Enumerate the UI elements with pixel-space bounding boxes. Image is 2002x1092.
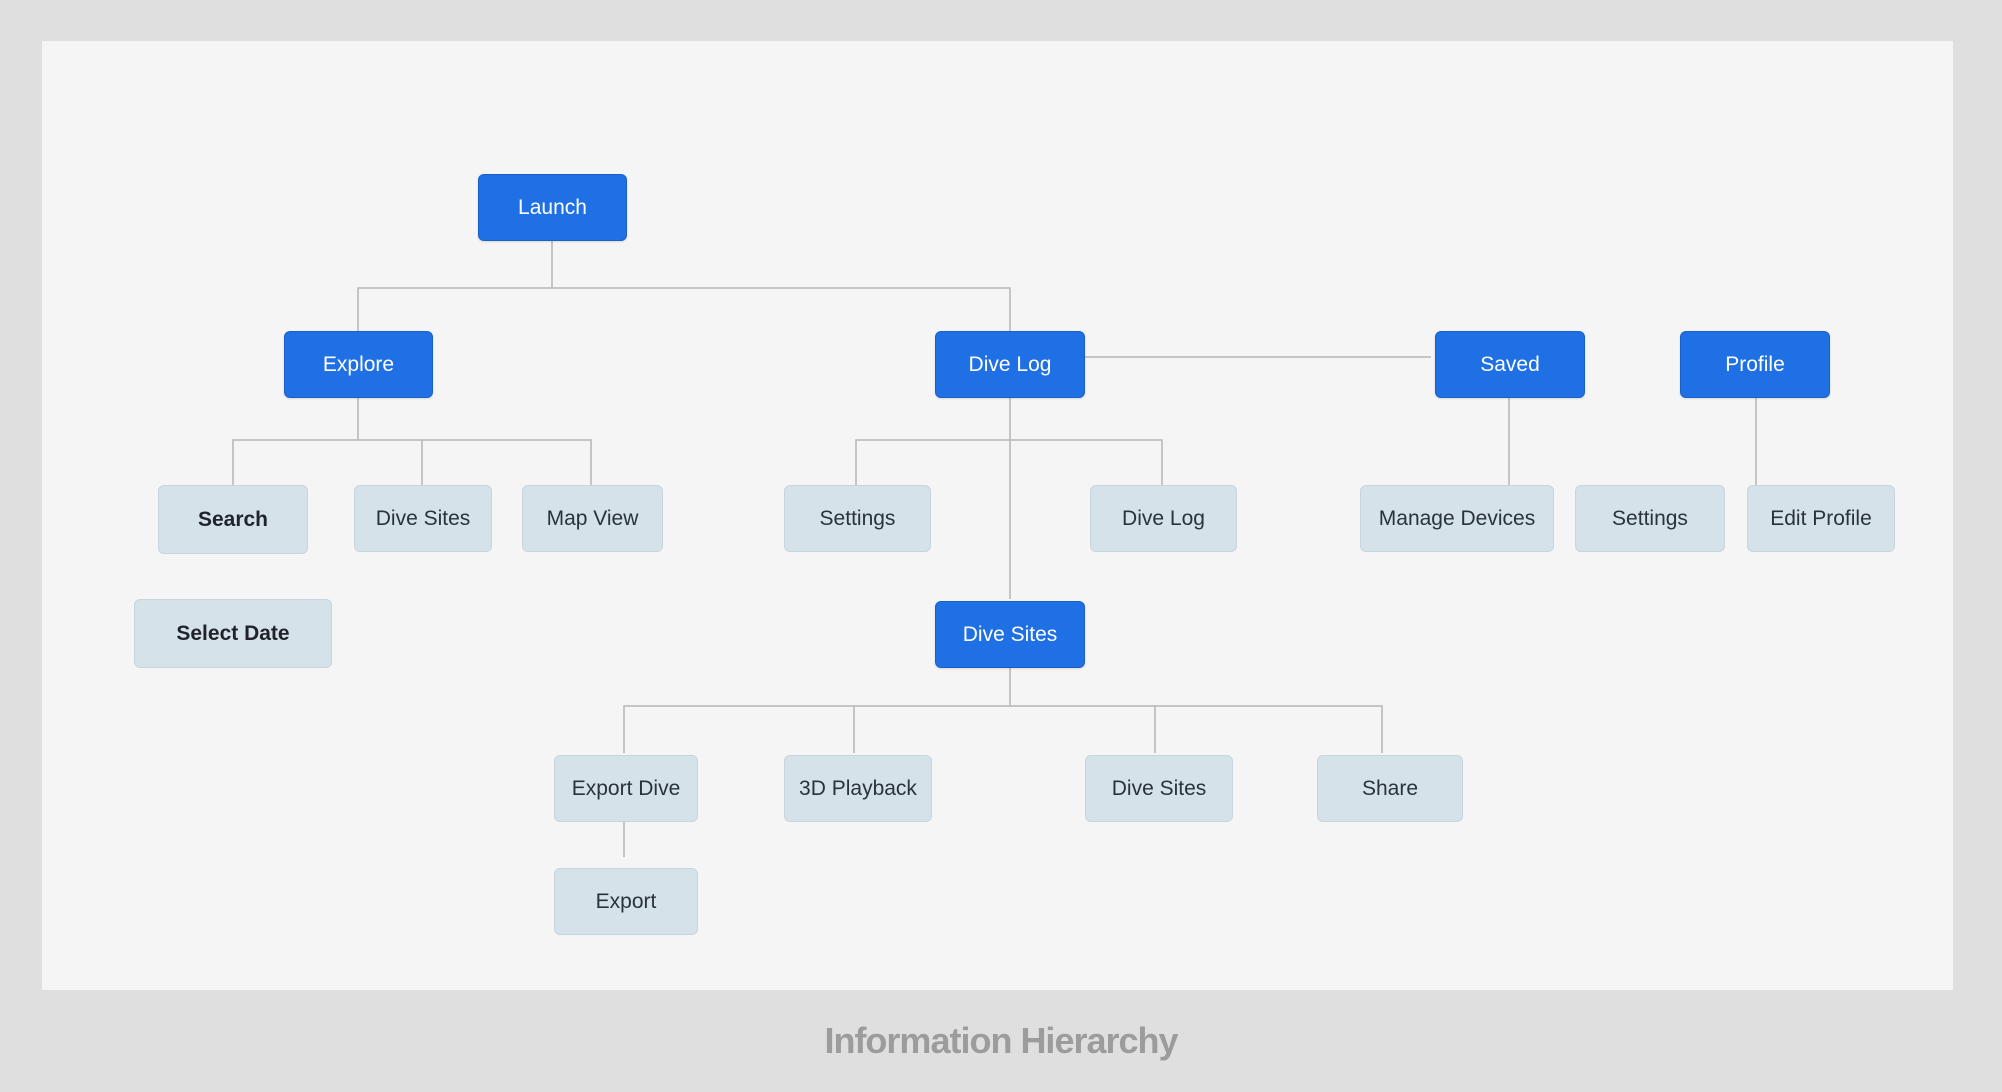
- node-map-view: Map View: [522, 485, 663, 552]
- diagram-canvas: Launch Explore Dive Log Saved Profile Se…: [42, 41, 1953, 990]
- node-log-settings: Settings: [784, 485, 931, 552]
- node-select-date: Select Date: [134, 599, 332, 668]
- node-launch: Launch: [478, 174, 627, 241]
- node-log-dive-log: Dive Log: [1090, 485, 1237, 552]
- node-manage-devices: Manage Devices: [1360, 485, 1554, 552]
- node-3d-playback: 3D Playback: [784, 755, 932, 822]
- node-saved: Saved: [1435, 331, 1585, 398]
- node-explore: Explore: [284, 331, 433, 398]
- node-share: Share: [1317, 755, 1463, 822]
- node-export-dive: Export Dive: [554, 755, 698, 822]
- node-search: Search: [158, 485, 308, 554]
- node-profile: Profile: [1680, 331, 1830, 398]
- node-dive-log: Dive Log: [935, 331, 1085, 398]
- node-dive-sites: Dive Sites: [935, 601, 1085, 668]
- node-export: Export: [554, 868, 698, 935]
- connector-explore-children: [232, 383, 592, 485]
- node-explore-dive-sites: Dive Sites: [354, 485, 492, 552]
- node-sites-dive-sites: Dive Sites: [1085, 755, 1233, 822]
- node-edit-profile: Edit Profile: [1747, 485, 1895, 552]
- diagram-caption: Information Hierarchy: [824, 1020, 1178, 1061]
- connector-launch-to-explore-dive-log: [357, 241, 1011, 331]
- node-saved-settings: Settings: [1575, 485, 1725, 552]
